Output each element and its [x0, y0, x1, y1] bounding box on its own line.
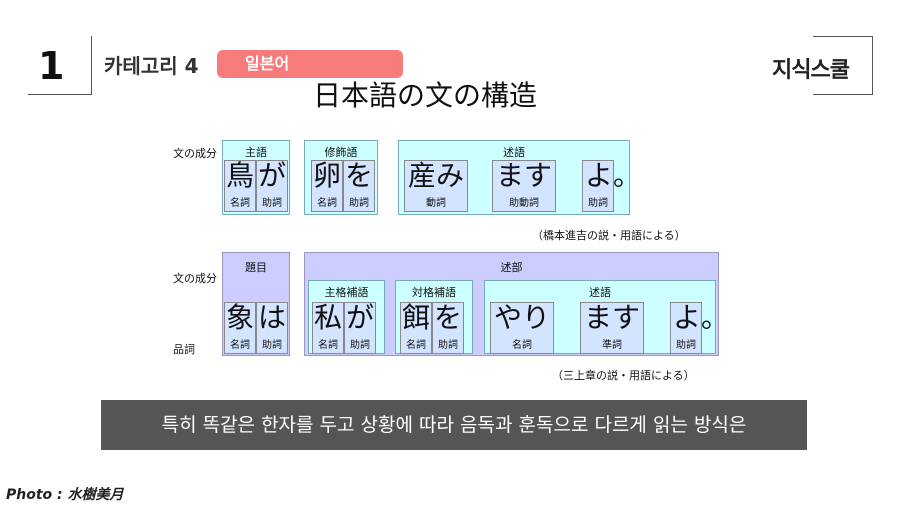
- word-cell: を 助詞: [432, 301, 464, 354]
- language-pill: 일본어: [217, 50, 403, 78]
- word-cell: を 助詞: [343, 159, 375, 212]
- group-title: 述部: [500, 261, 523, 274]
- pos-label: 助詞: [262, 198, 282, 209]
- word-cell: 私 名詞: [312, 301, 344, 354]
- word-cell: 餌 名詞: [400, 301, 432, 354]
- pos-label: 助動詞: [509, 198, 539, 209]
- pos-label: 動詞: [426, 198, 446, 209]
- word-text: 卵: [312, 159, 341, 192]
- word-text: ます: [583, 301, 640, 334]
- word-text: 餌: [401, 301, 430, 334]
- pos-label: 助詞: [350, 340, 370, 351]
- pos-label: 名詞: [230, 340, 250, 351]
- subtitle-caption: 특히 똑같은 한자를 두고 상황에 따라 음독과 훈독으로 다르게 읽는 방식은: [101, 400, 807, 450]
- pos-label: 名詞: [318, 340, 338, 351]
- word-text: ます: [495, 159, 552, 192]
- group-title: 修飾語: [324, 146, 358, 159]
- frame-line-right-vertical: [872, 36, 873, 94]
- word-text: が: [257, 159, 286, 192]
- word-cell: やり 名詞: [490, 301, 554, 354]
- row-label-components-bottom: 文の成分: [173, 272, 217, 285]
- pos-label: 助詞: [588, 198, 608, 209]
- word-cell: が 助詞: [344, 301, 376, 354]
- word-text: を: [344, 159, 373, 192]
- pos-label: 名詞: [406, 340, 426, 351]
- category-label: 카테고리 4: [104, 54, 199, 78]
- word-cell: よ。 助詞: [670, 301, 730, 354]
- row-label-pos: 品詞: [173, 343, 195, 356]
- word-cell: が 助詞: [256, 159, 288, 212]
- word-text: 鳥: [225, 159, 254, 192]
- group-title: 主格補語: [324, 286, 369, 299]
- word-cell: よ。 助詞: [582, 159, 642, 212]
- word-cell: ます 準詞: [580, 301, 644, 354]
- pos-label: 名詞: [230, 198, 250, 209]
- frame-line-right-top: [813, 36, 873, 37]
- section-number: 1: [38, 44, 65, 88]
- group-title: 題目: [245, 261, 267, 274]
- source-note-top: （橋本進吉の説・用語による）: [532, 229, 686, 242]
- pos-label: 助詞: [438, 340, 458, 351]
- word-text: 私: [313, 301, 342, 334]
- group-title: 主語: [245, 146, 267, 159]
- word-cell: 産み 動詞: [404, 159, 468, 212]
- frame-line-right-bottom: [813, 94, 873, 95]
- word-cell: 卵 名詞: [311, 159, 343, 212]
- group-title: 述語: [589, 286, 611, 299]
- frame-line-left-vertical: [91, 36, 92, 94]
- word-text: は: [257, 301, 286, 334]
- word-cell: 象 名詞: [224, 301, 256, 354]
- word-cell: 鳥 名詞: [224, 159, 256, 212]
- group-title: 述語: [503, 146, 525, 159]
- word-text: よ。: [673, 301, 730, 334]
- group-title: 対格補語: [412, 286, 456, 299]
- pos-label: 名詞: [317, 198, 337, 209]
- pos-label: 助詞: [676, 340, 696, 351]
- word-text: 象: [225, 301, 254, 334]
- pos-label: 助詞: [349, 198, 369, 209]
- pos-label: 準詞: [602, 340, 622, 351]
- word-text: 産み: [407, 159, 464, 192]
- channel-logo: 지식스쿨: [772, 58, 850, 83]
- row-label-components-top: 文の成分: [173, 147, 217, 160]
- photo-credit: Photo : 水樹美月: [6, 487, 124, 503]
- frame-line-top-left: [28, 94, 92, 95]
- word-cell: は 助詞: [256, 301, 288, 354]
- diagram-title: 日本語の文の構造: [313, 79, 538, 112]
- pos-label: 助詞: [262, 340, 282, 351]
- source-note-bottom: （三上章の説・用語による）: [552, 369, 695, 382]
- word-text: よ。: [585, 159, 642, 192]
- word-cell: ます 助動詞: [492, 159, 556, 212]
- word-text: が: [345, 301, 374, 334]
- pos-label: 名詞: [512, 340, 532, 351]
- word-text: を: [433, 301, 462, 334]
- word-text: やり: [493, 301, 550, 334]
